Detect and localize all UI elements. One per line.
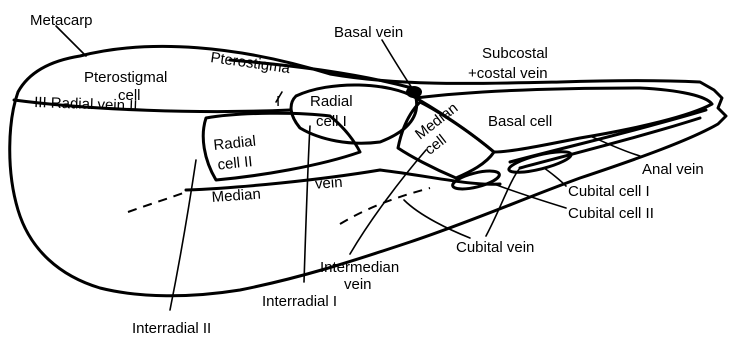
label-cubital-cell-i: Cubital cell I — [568, 183, 650, 200]
label-radial-vein: III Radial vein II — [34, 94, 138, 115]
stigma-junction — [406, 86, 422, 98]
label-radial-cell-ii: Radial cell II — [213, 132, 263, 174]
label-cubital-vein: Cubital vein — [456, 239, 534, 256]
label-metacarp: Metacarp — [30, 12, 93, 29]
label-basal-cell: Basal cell — [488, 113, 552, 130]
label-radial-cell-i: Radial cell I — [310, 93, 357, 130]
dashed-vein-1 — [128, 192, 186, 212]
label-anal-vein: Anal vein — [642, 161, 704, 178]
cubital-cell-ii-outline — [451, 167, 501, 192]
label-interradial-i: Interradial I — [262, 293, 337, 310]
label-intermedian-vein: Intermedian vein — [320, 259, 403, 293]
label-radial-vein-i: I — [276, 93, 280, 110]
label-interradial-ii: Interradial II — [132, 320, 211, 337]
label-subcostal-costal-vein: Subcostal +costal vein — [468, 45, 552, 82]
label-median-cell: Median cell — [410, 97, 475, 159]
dashed-vein-2 — [340, 188, 430, 224]
label-cubital-cell-ii: Cubital cell II — [568, 205, 654, 222]
label-basal-vein: Basal vein — [334, 24, 403, 41]
